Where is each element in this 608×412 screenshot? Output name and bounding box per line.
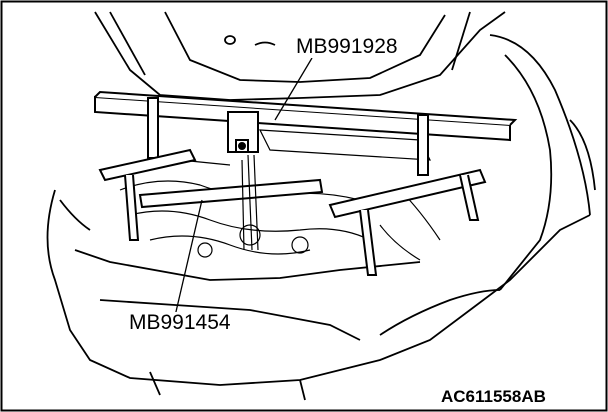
label-mb991928: MB991928 bbox=[294, 35, 400, 58]
leader-mb991454 bbox=[174, 199, 203, 317]
open-hood bbox=[94, 11, 506, 101]
leader-lines bbox=[174, 57, 313, 317]
leader-mb991928 bbox=[274, 57, 313, 121]
crossbar-tool bbox=[94, 90, 518, 176]
figure-id: AC611558AB bbox=[441, 387, 546, 406]
support-legs bbox=[98, 148, 487, 276]
car-body bbox=[46, 34, 596, 401]
lifting-chain bbox=[241, 154, 259, 251]
label-mb991454: MB991454 bbox=[127, 311, 233, 334]
